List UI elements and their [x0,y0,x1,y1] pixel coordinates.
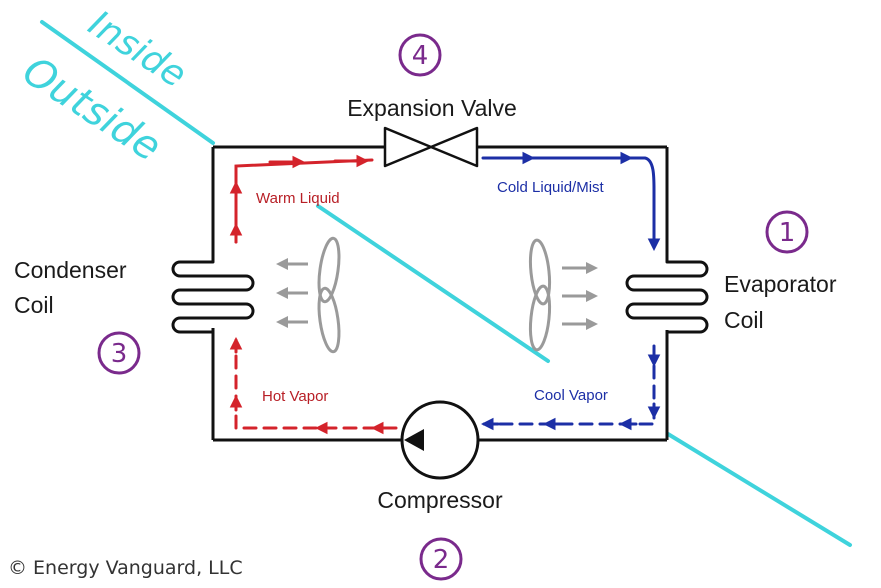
warm-liquid-label: Warm Liquid [256,190,340,207]
cool-vapor-label: Cool Vapor [534,387,608,404]
divider-line-upper [40,20,215,145]
step-1-number: 1 [779,218,796,248]
step-2-number: 2 [433,545,450,575]
divider-line-middle [316,204,550,363]
condenser-label-line1: Condenser [14,257,127,283]
evaporator-coil-icon [625,260,709,334]
step-3-badge: 3 [97,331,141,375]
evaporator-label-line1: Evaporator [724,271,837,297]
warm-liquid-flow [229,154,374,244]
step-2-badge: 2 [419,537,463,581]
expansion-valve-label: Expansion Valve [347,95,517,121]
condenser-label-line2: Coil [14,292,54,318]
inside-label: Inside [81,3,193,96]
evaporator-label-line2: Coil [724,307,764,333]
cool-vapor-flow [480,344,661,431]
compressor-label: Compressor [377,487,503,513]
cold-liquid-label: Cold Liquid/Mist [497,179,605,196]
hot-vapor-label: Hot Vapor [262,388,328,405]
evaporator-air-arrows [562,262,598,330]
evaporator-fan-icon [528,238,552,352]
condenser-coil-icon [171,260,255,334]
expansion-valve-icon [383,126,479,168]
refrigerant-loop [211,145,669,442]
compressor-icon [400,400,480,480]
cold-liquid-flow [481,151,661,252]
hot-vapor-flow [229,336,398,435]
step-4-badge: 4 [398,33,442,77]
divider-line-lower [666,432,852,547]
step-4-number: 4 [412,41,429,71]
step-1-badge: 1 [765,210,809,254]
condenser-fan-icon [317,236,341,354]
step-3-number: 3 [111,339,128,369]
condenser-air-arrows [276,258,308,328]
copyright-credit: © Energy Vanguard, LLC [8,557,243,579]
